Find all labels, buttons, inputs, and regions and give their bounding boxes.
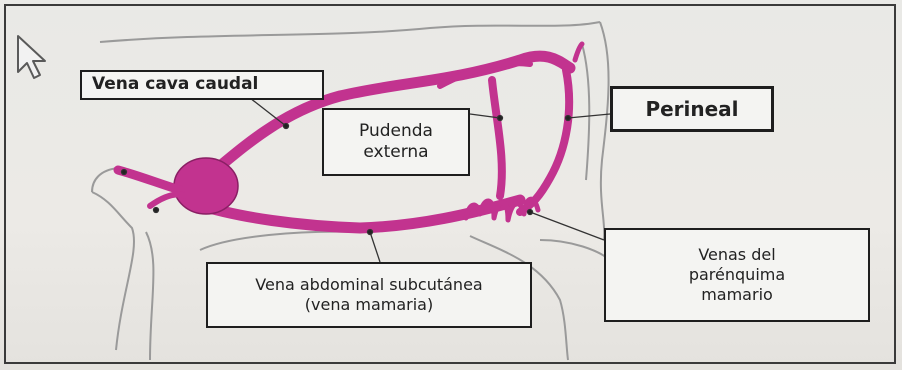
label-venas-line2: parénquima (689, 265, 785, 285)
label-pudenda-line1: Pudenda (359, 121, 433, 142)
pudenda-externa-vessel (492, 80, 502, 196)
perineal-vessel (520, 70, 569, 212)
label-pudenda-externa: Pudenda externa (322, 108, 470, 176)
label-abdominal-line2: (vena mamaria) (305, 295, 433, 315)
label-venas-line1: Venas del (698, 245, 775, 265)
label-abdominal-line1: Vena abdominal subcutánea (255, 275, 482, 295)
label-pudenda-line2: externa (363, 142, 428, 163)
label-vena-abdominal: Vena abdominal subcutánea (vena mamaria) (206, 262, 532, 328)
heart-shape (174, 158, 238, 214)
label-vena-cava-caudal: Vena cava caudal (80, 70, 324, 100)
label-venas-line3: mamario (701, 285, 773, 305)
label-perineal-text: Perineal (645, 97, 738, 122)
label-perineal: Perineal (610, 86, 774, 132)
label-vena-cava-text: Vena cava caudal (92, 74, 258, 95)
label-venas-parenquima: Venas del parénquima mamario (604, 228, 870, 322)
mouse-pointer-icon (18, 36, 45, 78)
